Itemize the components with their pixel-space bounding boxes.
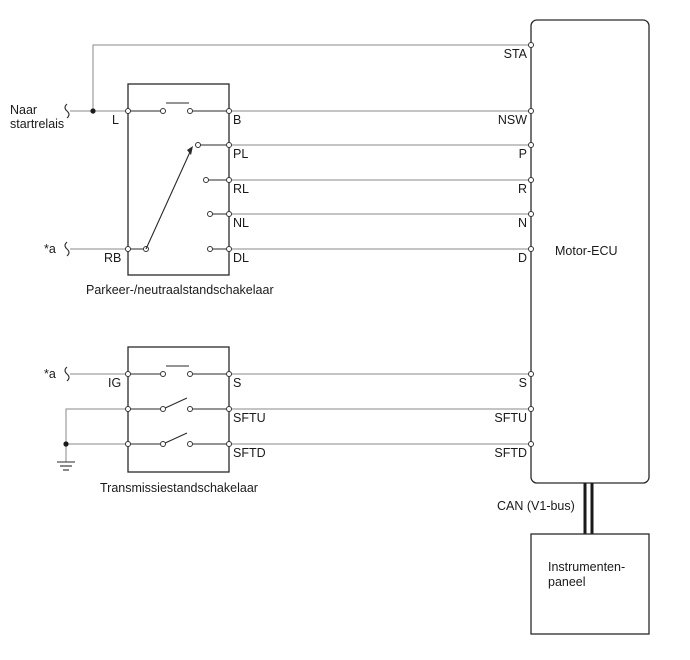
park-neutral-terminals xyxy=(125,108,232,252)
transmission-terminals xyxy=(125,371,232,447)
pin-label-s: S xyxy=(233,376,241,390)
ecu-pin-sftd: SFTD xyxy=(494,446,527,460)
can-bus-label: CAN (V1-bus) xyxy=(497,499,575,513)
wires xyxy=(65,44,531,462)
pin-label-b: B xyxy=(233,113,241,127)
connector-a-label-1: *a xyxy=(44,242,56,256)
ecu-pin-d: D xyxy=(518,251,527,265)
instrument-panel-box xyxy=(530,533,650,635)
connector-break-icon xyxy=(64,103,70,382)
park-neutral-switch-title: Parkeer-/neutraalstandschakelaar xyxy=(86,283,274,297)
pin-label-rb: RB xyxy=(104,251,121,265)
pin-label-sftd: SFTD xyxy=(233,446,266,460)
ecu-terminals xyxy=(528,42,534,447)
ecu-pin-r: R xyxy=(518,182,527,196)
transmission-switch-title: Transmissiestandschakelaar xyxy=(100,481,258,495)
junction-dot xyxy=(63,441,69,447)
ecu-pin-sftu: SFTU xyxy=(494,411,527,425)
pin-label-nl: NL xyxy=(233,216,249,230)
connector-a-label-2: *a xyxy=(44,367,56,381)
ecu-pin-n: N xyxy=(518,216,527,230)
starter-relay-label: Naar startrelais xyxy=(10,103,64,131)
pin-label-rl: RL xyxy=(233,182,249,196)
wire-sta xyxy=(92,44,531,111)
can-bus-wires xyxy=(583,483,594,534)
wire-ground-sftu xyxy=(65,408,128,462)
ecu-pin-sta: STA xyxy=(504,47,528,61)
pin-label-sftu: SFTU xyxy=(233,411,266,425)
instrument-panel-label: Instrumenten- paneel xyxy=(548,560,629,589)
junction-dot xyxy=(90,108,96,114)
motor-ecu-title: Motor-ECU xyxy=(555,244,618,258)
ground-icon xyxy=(57,461,75,471)
ecu-pin-nsw: NSW xyxy=(498,113,527,127)
ecu-pin-p: P xyxy=(519,147,527,161)
pin-label-ig: IG xyxy=(108,376,121,390)
pin-label-l: L xyxy=(112,113,119,127)
pin-label-pl: PL xyxy=(233,147,248,161)
pin-label-dl: DL xyxy=(233,251,249,265)
ecu-pin-s: S xyxy=(519,376,527,390)
transmission-switch-internals xyxy=(128,365,229,447)
